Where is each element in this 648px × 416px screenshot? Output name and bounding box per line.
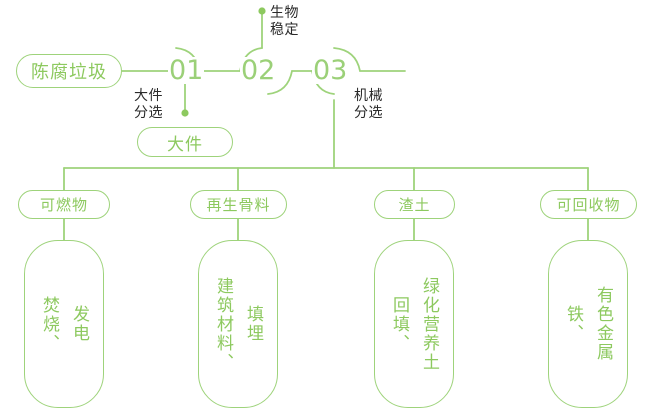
outcome-box-kehuishouwu[interactable]: 铁、 有色金属 (548, 240, 628, 408)
outcome-zaishenggulao-col1: 建筑材料、 (213, 276, 233, 372)
annotation-jixie-fenxuan: 机械 分选 (354, 88, 383, 122)
stage-number-03[interactable]: 03 (312, 55, 349, 86)
outcome-kehuishouwu-col2: 有色金属 (593, 286, 613, 362)
branch-label-zhatu[interactable]: 渣土 (374, 190, 455, 219)
annotation-dajian-fenxuan-line1: 大件 (134, 88, 163, 104)
annotation-dajian-fenxuan: 大件 分选 (134, 88, 163, 122)
dot-shengwu (258, 7, 266, 15)
branch-label-zhatu-text: 渣土 (398, 196, 431, 214)
branch-label-kehuishouwu-text: 可回收物 (556, 196, 621, 214)
branch-label-zaishenggulao[interactable]: 再生骨料 (190, 190, 287, 219)
annotation-dajian-fenxuan-line2: 分选 (134, 105, 163, 121)
annotation-shengwu-wending-line1: 生物 (270, 5, 299, 21)
arc-02-bottom (267, 70, 293, 95)
node-source-waste-label: 陈腐垃圾 (31, 62, 107, 83)
branch-label-zaishenggulao-text: 再生骨料 (206, 196, 271, 214)
stage-number-01-text: 01 (169, 55, 204, 86)
annotation-shengwu-wending-line2: 稳定 (270, 22, 299, 38)
node-output-dajian[interactable]: 大件 (137, 127, 233, 157)
branch-label-kehuishouwu[interactable]: 可回收物 (540, 190, 637, 219)
outcome-kehuishouwu-col1: 铁、 (563, 305, 583, 343)
annotation-jixie-fenxuan-line2: 分选 (354, 105, 383, 121)
stage-number-02[interactable]: 02 (240, 55, 277, 86)
outcome-zhatu-col2: 绿化营养土 (419, 276, 439, 372)
outcome-box-zaishenggulao[interactable]: 建筑材料、 填埋 (198, 240, 278, 408)
branch-label-keranwu[interactable]: 可燃物 (18, 190, 110, 219)
stage-number-03-text: 03 (313, 55, 348, 86)
branch-label-keranwu-text: 可燃物 (39, 196, 88, 214)
outcome-box-zhatu[interactable]: 回填、 绿化营养土 (374, 240, 454, 408)
stage-number-01[interactable]: 01 (168, 55, 205, 86)
annotation-jixie-fenxuan-line1: 机械 (354, 88, 383, 104)
arc-03-top-tail (333, 47, 406, 72)
node-source-waste[interactable]: 陈腐垃圾 (16, 54, 122, 88)
dot-dajian (181, 109, 189, 117)
outcome-zaishenggulao-col2: 填埋 (243, 305, 263, 343)
outcome-zhatu-col1: 回填、 (389, 295, 409, 353)
outcome-keranwu-col2: 发电 (69, 305, 89, 343)
outcome-box-keranwu[interactable]: 焚烧、 发电 (24, 240, 104, 408)
outcome-keranwu-col1: 焚烧、 (39, 295, 59, 353)
stage-number-02-text: 02 (241, 55, 276, 86)
node-output-dajian-label: 大件 (167, 134, 203, 155)
annotation-shengwu-wending: 生物 稳定 (270, 5, 299, 39)
